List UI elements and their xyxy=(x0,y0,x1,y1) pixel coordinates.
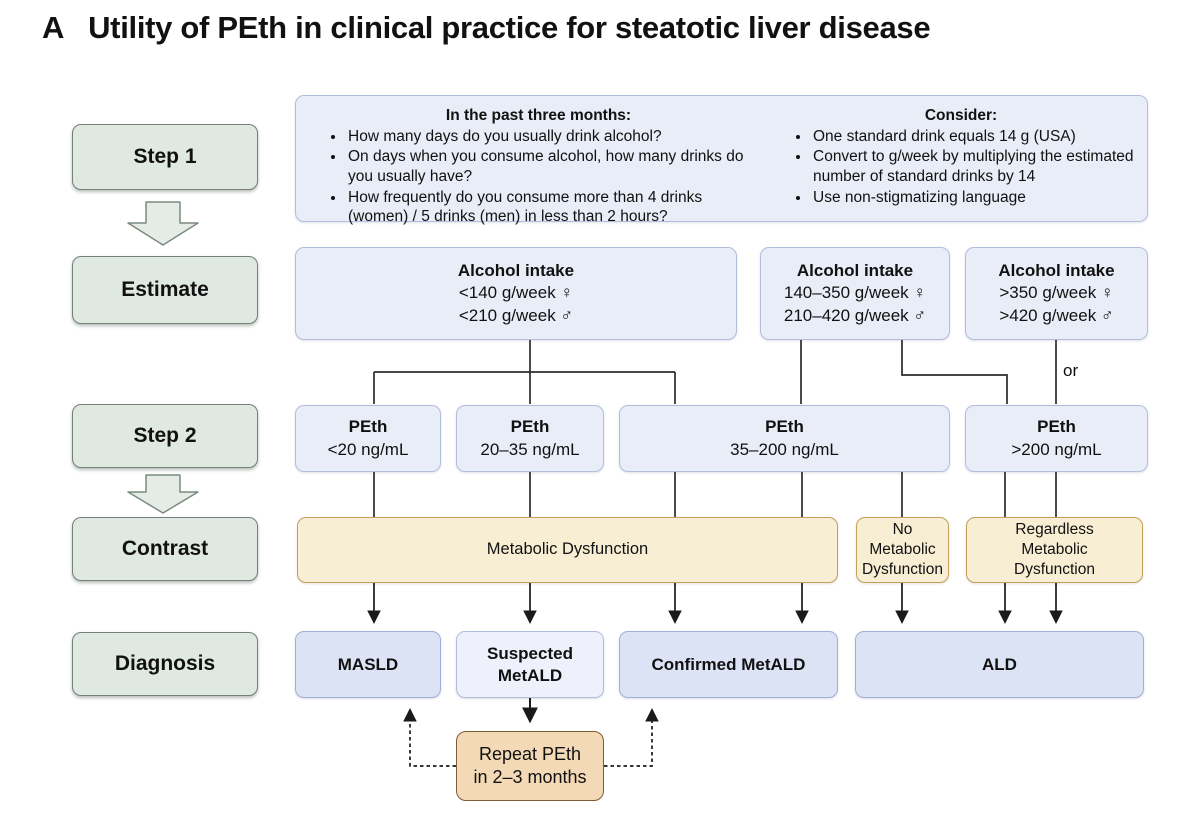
consider-column: Consider: One standard drink equals 14 g… xyxy=(781,106,1141,208)
alcohol-intake-moderate-box: Alcohol intake 140–350 g/week ♀ 210–420 … xyxy=(760,247,950,340)
peth-title: PEth xyxy=(510,417,550,437)
masld-label: MASLD xyxy=(337,654,399,674)
alcohol-intake-female: >350 g/week ♀ xyxy=(999,283,1114,303)
step2-label-box: Step 2 xyxy=(72,404,258,468)
ald-box: ALD xyxy=(855,631,1144,698)
alcohol-intake-male: <210 g/week ♂ xyxy=(458,305,574,325)
estimate-to-step2-lines xyxy=(373,340,1057,404)
peth-title: PEth xyxy=(1037,417,1076,437)
regardless-metabolic-dysfunction-box: Regardless Metabolic Dysfunction xyxy=(966,517,1143,583)
estimate-label: Estimate xyxy=(121,278,209,301)
peth-under-20-box: PEth <20 ng/mL xyxy=(295,405,441,472)
question-item: How many days do you usually drink alcoh… xyxy=(346,127,761,147)
contrast-to-diagnosis-arrows xyxy=(367,583,1063,625)
contrast-label: Contrast xyxy=(121,537,209,560)
past-three-months-header: In the past three months: xyxy=(445,107,632,124)
no-metabolic-dysfunction-label: No Metabolic Dysfunction xyxy=(862,520,943,579)
question-item: How frequently do you consume more than … xyxy=(346,188,761,227)
peth-range: <20 ng/mL xyxy=(327,439,409,459)
alcohol-intake-female: 140–350 g/week ♀ xyxy=(783,283,927,303)
consider-item: Use non-stigmatizing language xyxy=(811,188,1141,208)
alcohol-intake-title: Alcohol intake xyxy=(457,260,575,280)
or-label: or xyxy=(1063,361,1079,380)
estimate-label-box: Estimate xyxy=(72,256,258,324)
alcohol-intake-male: 210–420 g/week ♂ xyxy=(783,305,927,325)
alcohol-intake-female: <140 g/week ♀ xyxy=(458,283,574,303)
regardless-metabolic-dysfunction-label: Regardless Metabolic Dysfunction xyxy=(1014,520,1095,579)
metabolic-dysfunction-label: Metabolic Dysfunction xyxy=(486,540,649,559)
peth-20-35-box: PEth 20–35 ng/mL xyxy=(456,405,604,472)
consider-header: Consider: xyxy=(924,107,998,124)
alcohol-intake-low-box: Alcohol intake <140 g/week ♀ <210 g/week… xyxy=(295,247,737,340)
contrast-label-box: Contrast xyxy=(72,517,258,581)
peth-range: 35–200 ng/mL xyxy=(730,439,839,459)
ald-label: ALD xyxy=(982,654,1017,674)
confirmed-metald-label: Confirmed MetALD xyxy=(651,654,806,674)
peth-range: 20–35 ng/mL xyxy=(480,439,580,459)
alcohol-intake-title: Alcohol intake xyxy=(998,260,1115,280)
repeat-peth-line1: Repeat PEth xyxy=(478,743,582,764)
alcohol-intake-title: Alcohol intake xyxy=(796,260,914,280)
repeat-peth-line2: in 2–3 months xyxy=(473,767,587,787)
metabolic-dysfunction-box: Metabolic Dysfunction xyxy=(297,517,838,583)
step2-label: Step 2 xyxy=(133,424,197,447)
suspected-metald-box: Suspected MetALD xyxy=(456,631,604,698)
past-three-months-column: In the past three months: How many days … xyxy=(316,106,761,228)
masld-box: MASLD xyxy=(295,631,441,698)
consider-item: Convert to g/week by multiplying the est… xyxy=(811,147,1141,186)
diagnosis-label: Diagnosis xyxy=(114,652,216,675)
repeat-peth-box: Repeat PEth in 2–3 months xyxy=(456,731,604,801)
peth-over-200-box: PEth >200 ng/mL xyxy=(965,405,1148,472)
step2-to-contrast-lines xyxy=(373,472,1057,517)
step2-down-block-arrow xyxy=(127,474,199,514)
confirmed-metald-box: Confirmed MetALD xyxy=(619,631,838,698)
step1-label-box: Step 1 xyxy=(72,124,258,190)
peth-title: PEth xyxy=(348,417,388,437)
page-title: Utility of PEth in clinical practice for… xyxy=(88,10,931,45)
figure-title: A Utility of PEth in clinical practice f… xyxy=(42,10,931,46)
step1-info-box: In the past three months: How many days … xyxy=(295,95,1148,225)
step1-down-block-arrow xyxy=(127,201,199,246)
peth-title: PEth xyxy=(765,417,804,437)
peth-range: >200 ng/mL xyxy=(1011,439,1102,459)
no-metabolic-dysfunction-box: No Metabolic Dysfunction xyxy=(856,517,949,583)
diagnosis-label-box: Diagnosis xyxy=(72,632,258,696)
step1-label: Step 1 xyxy=(133,145,197,168)
alcohol-intake-high-box: Alcohol intake >350 g/week ♀ >420 g/week… xyxy=(965,247,1148,340)
question-item: On days when you consume alcohol, how ma… xyxy=(346,147,761,186)
suspected-metald-label: Suspected MetALD xyxy=(487,644,573,685)
panel-letter: A xyxy=(42,10,65,45)
peth-35-200-box: PEth 35–200 ng/mL xyxy=(619,405,950,472)
alcohol-intake-male: >420 g/week ♂ xyxy=(999,305,1114,325)
consider-item: One standard drink equals 14 g (USA) xyxy=(811,127,1141,147)
